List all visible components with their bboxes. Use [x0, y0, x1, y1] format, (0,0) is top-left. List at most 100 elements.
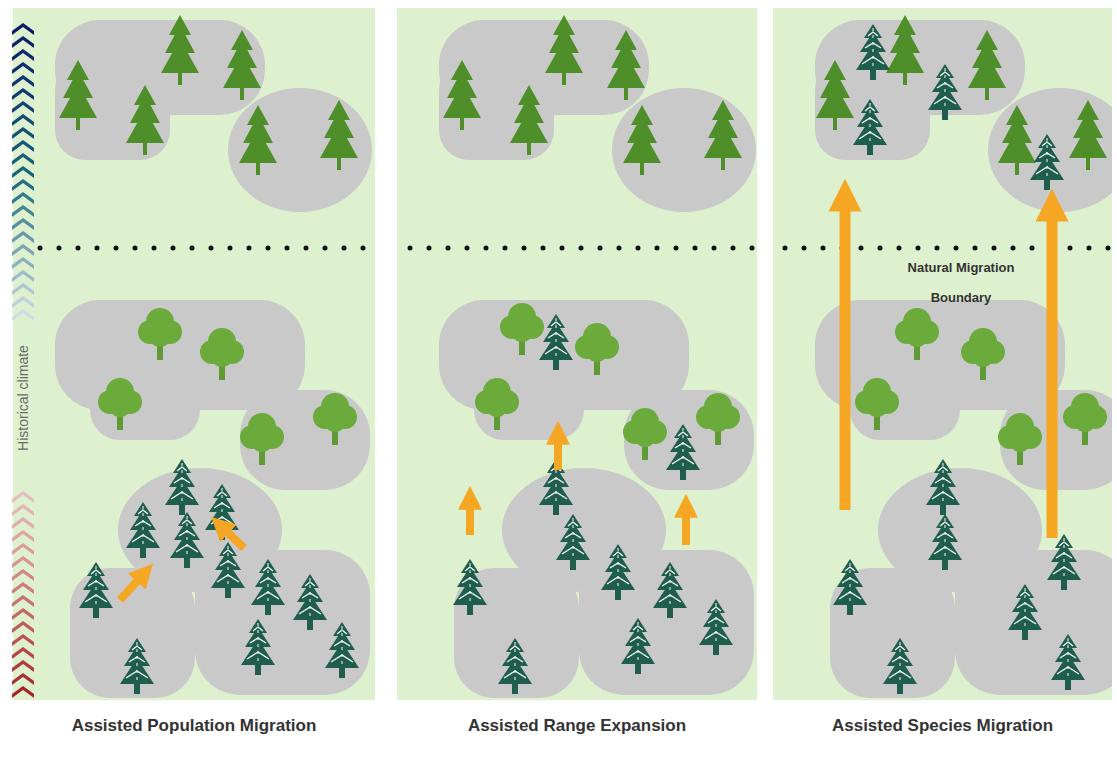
- tree: [928, 514, 962, 570]
- tree: [98, 378, 142, 430]
- climate-chevron: [12, 270, 34, 282]
- climate-chevron: [12, 296, 34, 308]
- tree: [856, 24, 890, 80]
- tree: [545, 15, 583, 85]
- tree: [510, 85, 548, 155]
- climate-chevron: [12, 491, 34, 503]
- tree: [601, 544, 635, 600]
- tree: [883, 638, 917, 694]
- tree: [1069, 100, 1107, 170]
- tree: [1030, 134, 1064, 190]
- tree: [696, 393, 740, 445]
- tree: [239, 105, 277, 175]
- climate-chevron: [12, 517, 34, 529]
- climate-chevron: [12, 88, 34, 100]
- tree: [998, 105, 1036, 175]
- migration-arrow: [466, 505, 474, 535]
- panel: Assisted Population Migration: [13, 8, 375, 736]
- climate-chevron: [12, 634, 34, 646]
- panel-ground: [13, 8, 375, 700]
- tree: [853, 99, 887, 155]
- tree: [886, 15, 924, 85]
- migration-arrow: [225, 530, 244, 548]
- migration-arrow: [1047, 215, 1058, 538]
- migration-arrow: [120, 578, 140, 600]
- migration-arrows: [120, 205, 1052, 600]
- climate-chevron: [12, 114, 34, 126]
- climate-chevron: [12, 192, 34, 204]
- tree: [500, 303, 544, 355]
- climate-chevron: [12, 127, 34, 139]
- climate-chevron: [12, 660, 34, 672]
- tree: [120, 638, 154, 694]
- tree: [223, 30, 261, 100]
- panel-ground: [397, 8, 757, 700]
- climate-chevron: [12, 140, 34, 152]
- tree: [205, 484, 239, 540]
- tree: [1051, 634, 1085, 690]
- tree: [498, 638, 532, 694]
- panel-caption: Assisted Population Migration: [72, 716, 317, 736]
- panel-caption: Assisted Range Expansion: [468, 716, 686, 736]
- tree: [895, 308, 939, 360]
- tree: [170, 512, 204, 568]
- tree: [453, 559, 487, 615]
- climate-chevron: [12, 166, 34, 178]
- tree: [200, 328, 244, 380]
- climate-chevron: [12, 543, 34, 555]
- climate-chevron: [12, 556, 34, 568]
- tree: [126, 502, 160, 558]
- tree: [621, 618, 655, 674]
- tree: [1063, 393, 1107, 445]
- tree: [475, 378, 519, 430]
- climate-chevron: [12, 673, 34, 685]
- tree: [816, 60, 854, 130]
- tree: [1008, 584, 1042, 640]
- tree: [138, 308, 182, 360]
- tree: [443, 60, 481, 130]
- tree: [320, 100, 358, 170]
- tree: [704, 100, 742, 170]
- tree: [539, 314, 573, 370]
- tree: [313, 393, 357, 445]
- tree: [855, 378, 899, 430]
- tree: [79, 562, 113, 618]
- migration-arrow: [554, 440, 562, 470]
- tree: [961, 328, 1005, 380]
- climate-chevron: [12, 231, 34, 243]
- climate-chevron: [12, 62, 34, 74]
- tree: [556, 514, 590, 570]
- climate-chevron: [12, 205, 34, 217]
- habitat-patches: [439, 20, 756, 698]
- climate-chevron: [12, 608, 34, 620]
- habitat-patch: [55, 20, 372, 698]
- climate-chevron: [12, 244, 34, 256]
- tree: [240, 413, 284, 465]
- axis-label: Historical climate: [15, 345, 31, 451]
- panel: Assisted Range Expansion: [397, 8, 757, 736]
- tree: [968, 30, 1006, 100]
- climate-chevron: [12, 218, 34, 230]
- tree: [293, 574, 327, 630]
- climate-chevron: [12, 530, 34, 542]
- tree: [653, 562, 687, 618]
- tree: [1047, 534, 1081, 590]
- tree: [211, 542, 245, 598]
- tree: [241, 619, 275, 675]
- climate-chevron: [12, 504, 34, 516]
- climate-arrow: [12, 23, 34, 698]
- tree: [666, 424, 700, 480]
- tree: [59, 60, 97, 130]
- boundary-line: [40, 246, 370, 251]
- climate-chevron: [12, 595, 34, 607]
- habitat-patch: [815, 20, 1112, 698]
- climate-chevron: [12, 23, 34, 35]
- climate-chevron: [12, 621, 34, 633]
- tree: [928, 64, 962, 120]
- climate-chevron: [12, 75, 34, 87]
- climate-chevron: [12, 582, 34, 594]
- climate-chevron: [12, 36, 34, 48]
- panel: Assisted Species Migration: [773, 8, 1112, 736]
